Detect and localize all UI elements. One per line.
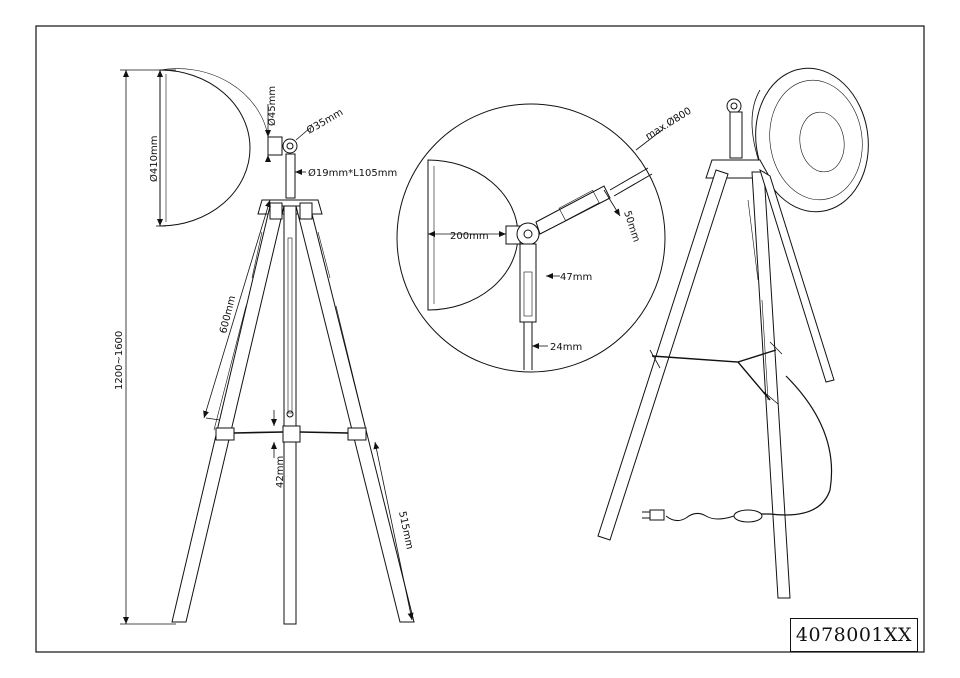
- knob-diameter-label: Ø35mm: [305, 106, 346, 136]
- front-view: [159, 68, 415, 625]
- shade-depth-label: 200mm: [450, 231, 489, 242]
- right-leg: [295, 205, 415, 623]
- rod-label: Ø19mm*L105mm: [308, 167, 397, 179]
- front-labels: 1200~1600 Ø410mm Ø45mm Ø35mm Ø19mm*L105m…: [114, 86, 415, 550]
- product-code: 4078001XX: [795, 624, 913, 646]
- foot-switch: [733, 509, 763, 523]
- max-reach-label: max.Ø800: [643, 105, 693, 143]
- shade-diameter-label: Ø410mm: [148, 136, 160, 182]
- shade-joint: [267, 136, 283, 156]
- perspective-back-leg: [759, 168, 835, 383]
- power-plug: [649, 509, 665, 521]
- pole-diameter-label: 24mm: [550, 342, 582, 353]
- overall-height-label: 1200~1600: [114, 331, 125, 390]
- perspective-view: [597, 67, 869, 599]
- left-leg: [171, 205, 285, 623]
- perspective-left-leg: [597, 169, 729, 541]
- detail-view: [396, 103, 666, 373]
- product-code-box: 4078001XX: [790, 618, 918, 652]
- hub-height-label: 42mm: [275, 456, 286, 488]
- power-cable: [746, 375, 833, 516]
- lower-leg-label: 515mm: [396, 510, 415, 550]
- rod: [285, 153, 296, 199]
- front-dimensions: [120, 69, 414, 625]
- joint-diameter-label: Ø45mm: [266, 86, 278, 126]
- center-leg: [283, 205, 297, 625]
- lamp-shade: [159, 69, 251, 227]
- clamp-length-label: 47mm: [560, 272, 592, 283]
- detail-dimensions: [428, 129, 663, 349]
- perspective-right-leg: [751, 171, 791, 599]
- perspective-shade-rim: [755, 67, 869, 213]
- drawing-frame: [35, 25, 925, 653]
